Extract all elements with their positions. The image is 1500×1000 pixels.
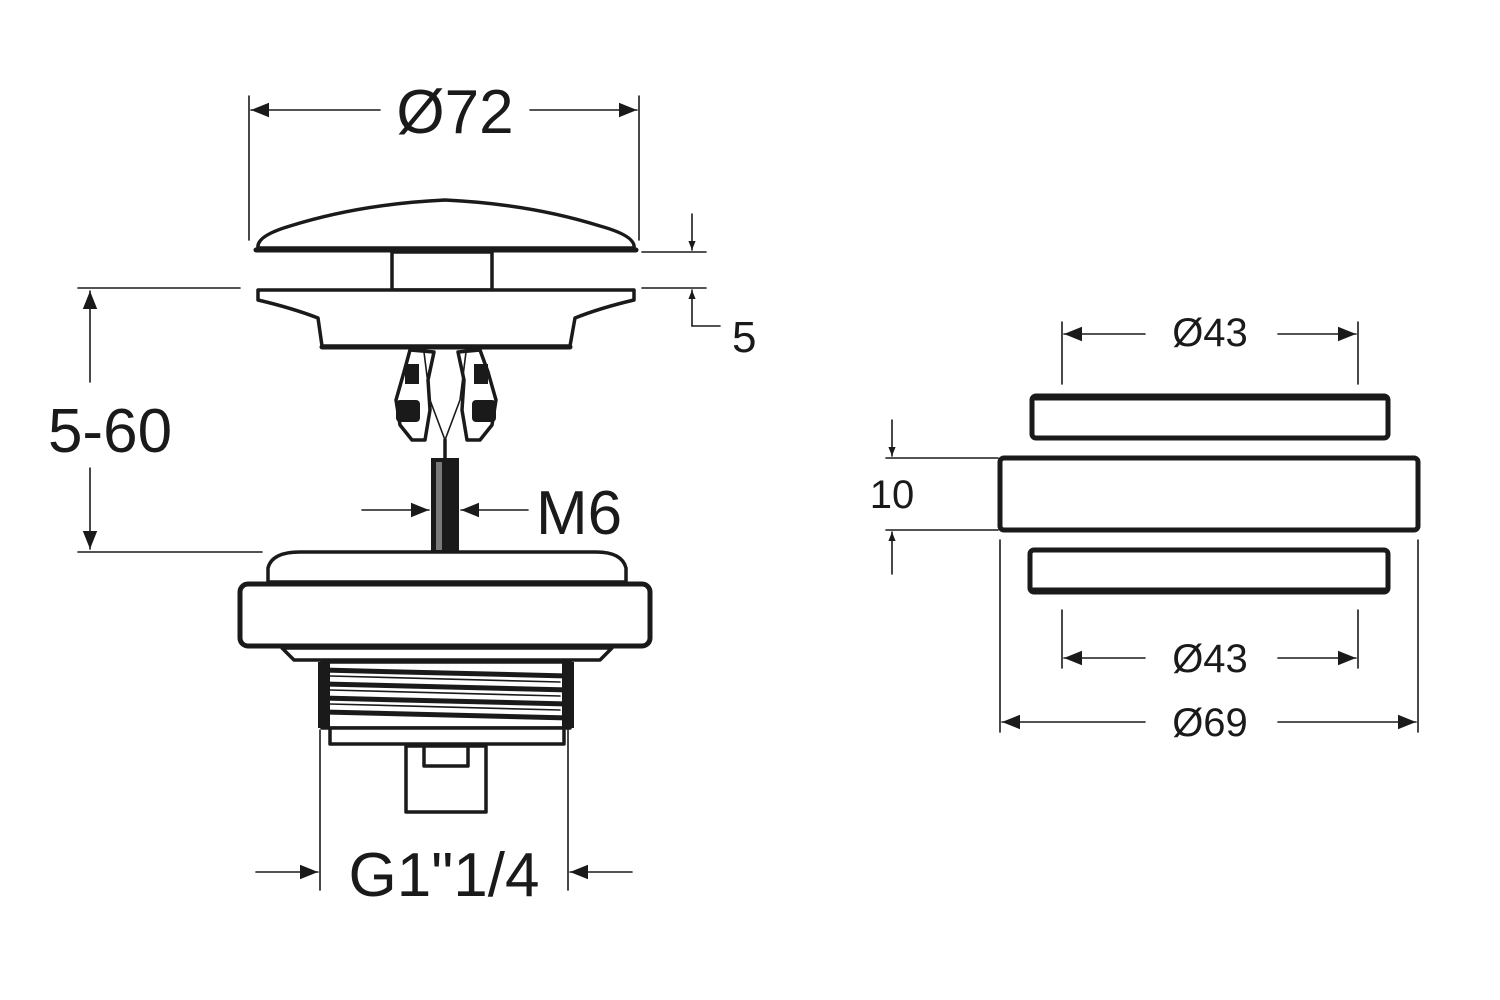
washer-main bbox=[997, 455, 1421, 533]
body-ring bbox=[237, 581, 653, 649]
dim-adjust-range: 5-60 bbox=[48, 397, 172, 466]
left-dimensions: Ø72 5 5-60 M6 G1"1/4 bbox=[48, 78, 757, 910]
screw-rod bbox=[431, 458, 459, 553]
dim-washer-bottom-diameter: Ø43 bbox=[1172, 637, 1248, 681]
right-dimensions: Ø43 10 Ø43 Ø69 bbox=[870, 311, 1419, 745]
clip-mechanism bbox=[394, 348, 498, 462]
dim-washer-height: 10 bbox=[870, 473, 915, 517]
body-base bbox=[328, 726, 566, 746]
washer-set bbox=[997, 393, 1421, 595]
body-top-lip bbox=[266, 550, 628, 584]
flange bbox=[256, 288, 636, 348]
cap-dome bbox=[256, 198, 636, 250]
dim-washer-top-diameter: Ø43 bbox=[1172, 311, 1248, 355]
dim-screw-thread: M6 bbox=[536, 479, 622, 548]
dim-washer-outer-diameter: Ø69 bbox=[1172, 701, 1248, 745]
cap-stem bbox=[390, 250, 494, 292]
waste-assembly bbox=[237, 198, 653, 814]
washer-top bbox=[1029, 393, 1391, 441]
dim-body-thread: G1"1/4 bbox=[349, 841, 540, 910]
body-neck bbox=[280, 646, 614, 662]
tail-notch bbox=[422, 744, 470, 768]
body-thread bbox=[318, 660, 574, 730]
dim-cap-gap: 5 bbox=[732, 313, 756, 362]
washer-bottom bbox=[1027, 547, 1391, 595]
dim-cap-diameter: Ø72 bbox=[396, 78, 513, 147]
